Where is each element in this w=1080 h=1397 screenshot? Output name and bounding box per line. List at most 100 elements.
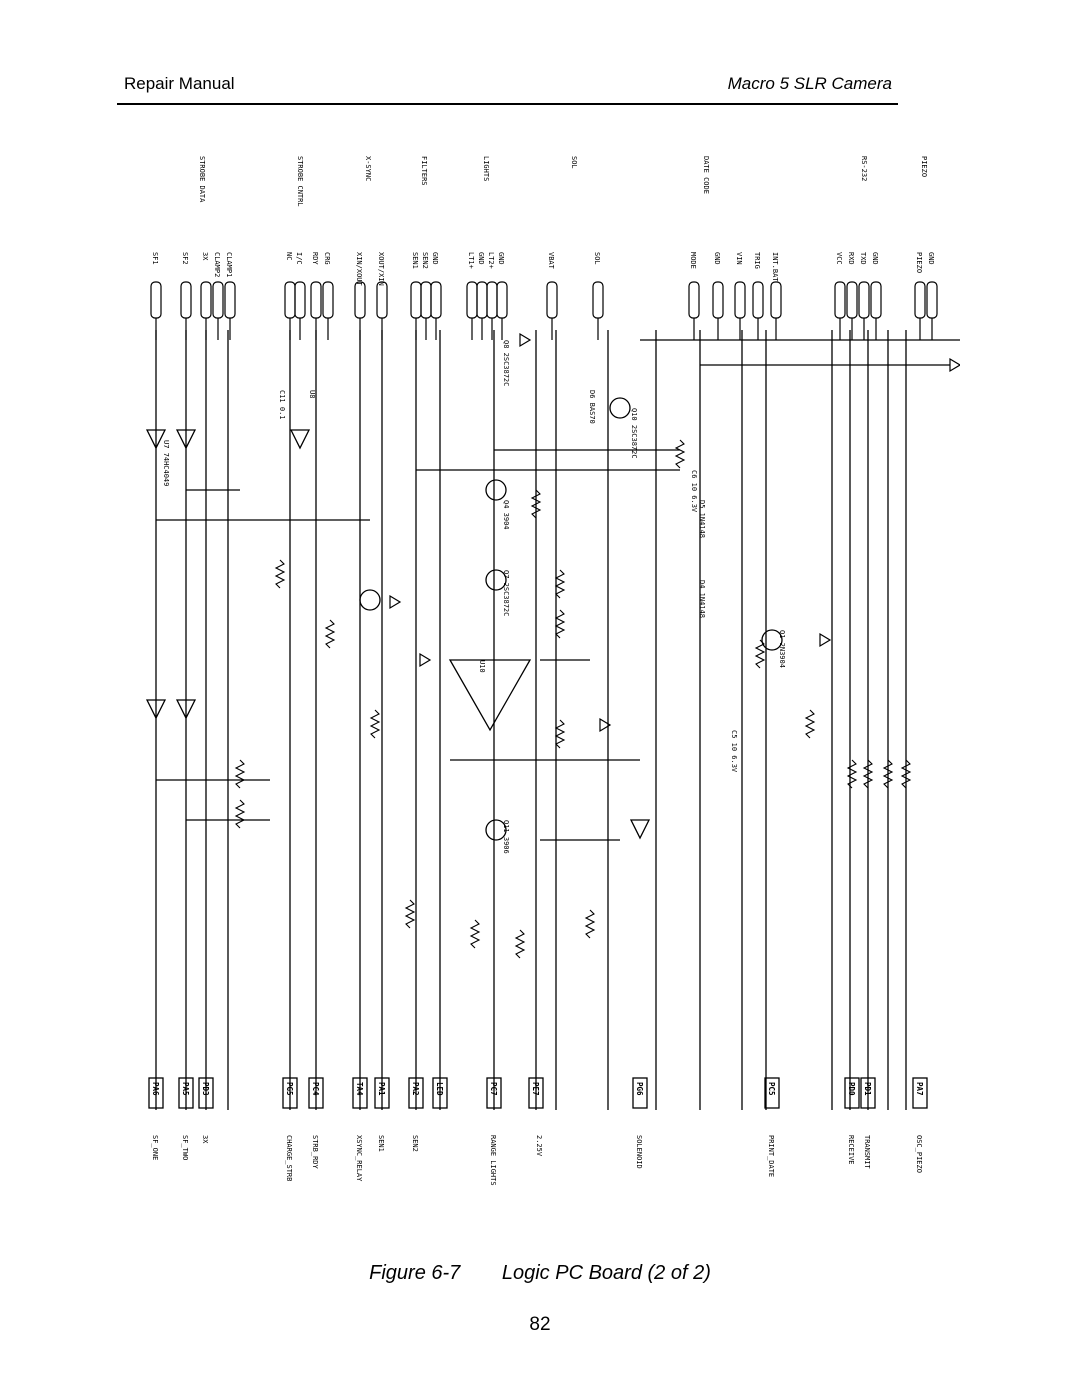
resistor-symbol [469, 919, 481, 949]
port-label: LED [435, 1082, 444, 1096]
resistor-symbol [369, 709, 381, 739]
connector-pin [688, 281, 700, 319]
header-right: Macro 5 SLR Camera [727, 74, 892, 93]
connector-pin-label: CLAMP1 [225, 252, 233, 277]
connector-pin-label: GND [431, 252, 439, 265]
resistor-symbol [530, 489, 542, 519]
port-box [198, 1077, 214, 1109]
resistor-symbol [554, 719, 566, 749]
signal-label: SF_ONE [151, 1135, 159, 1160]
connector-pin-label: VCC [835, 252, 843, 265]
connector-pin [926, 281, 938, 319]
connector-pin [712, 281, 724, 319]
figure-title: Logic PC Board (2 of 2) [501, 1262, 711, 1284]
port-box [860, 1077, 876, 1109]
connector-pin [322, 281, 334, 319]
connector-pin-label: SF1 [151, 252, 159, 265]
opamp-symbol [448, 659, 532, 732]
ground-symbol [519, 332, 532, 348]
connector-pin [354, 281, 366, 319]
group-label: PIEZO [920, 156, 928, 177]
resistor-symbol [274, 559, 286, 589]
component-label: C5 10 6.3V [730, 730, 738, 773]
connector-pin [430, 281, 442, 319]
component-label: U8 [308, 390, 316, 398]
page-number: 82 [529, 1314, 551, 1335]
port-label: PD0 [847, 1082, 856, 1096]
connector-pin [224, 281, 236, 319]
header-rule [117, 103, 898, 105]
figure-caption: Figure 6-7 Logic PC Board (2 of 2) [0, 1262, 1080, 1285]
port-label: PE7 [531, 1082, 540, 1096]
port-label: PA2 [411, 1082, 420, 1096]
group-label: X-SYNC [364, 156, 372, 181]
signal-label: CHARGE_STRB [285, 1135, 293, 1181]
connector-pin-label: CLAMP2 [213, 252, 221, 277]
port-label: PG5 [285, 1082, 294, 1096]
resistor-symbol [882, 759, 894, 789]
port-label: PA7 [915, 1082, 924, 1096]
connector-pin [180, 281, 192, 319]
resistor-symbol [234, 799, 246, 829]
ground-symbol [389, 594, 402, 610]
port-label: PC4 [311, 1082, 320, 1096]
port-label: PA1 [377, 1082, 386, 1096]
buffer-symbol [145, 429, 167, 450]
connector-pin [914, 281, 926, 319]
resistor-symbol [900, 759, 912, 789]
ground-symbol [949, 357, 962, 373]
transistor-symbol [609, 397, 631, 419]
connector-pin [410, 281, 422, 319]
connector-pin [150, 281, 162, 319]
component-label: Q4 3904 [502, 500, 510, 530]
component-label: Q8 2SC3872C [502, 340, 510, 386]
connector-pin-label: LT2+ [487, 252, 495, 269]
transistor-symbol [485, 479, 507, 501]
connector-pin-label: GND [713, 252, 721, 265]
connector-pin-label: LT1+ [467, 252, 475, 269]
group-label: STROBE DATA [198, 156, 206, 203]
connector-pin [770, 281, 782, 319]
port-box [282, 1077, 298, 1109]
connector-pin-label: NC [285, 252, 293, 260]
port-label: PC7 [489, 1082, 498, 1096]
figure-number: Figure 6-7 [369, 1262, 461, 1284]
connector-pin-label: VIN [735, 252, 743, 265]
port-label: TA4 [355, 1082, 364, 1096]
connector-pin-label: VBAT [547, 252, 555, 270]
signal-label: 3X [201, 1135, 209, 1144]
group-label: RS-232 [860, 156, 868, 181]
port-box [912, 1077, 928, 1109]
resistor-symbol [862, 759, 874, 789]
connector-pin [496, 281, 508, 319]
group-label: FILTERS [420, 156, 428, 186]
component-label: D5 1N4148 [698, 500, 706, 538]
connector-pin [212, 281, 224, 319]
connector-pin-label: XIN/XOUT [355, 252, 363, 287]
resistor-symbol [554, 569, 566, 599]
port-box [408, 1077, 424, 1109]
connector-pin-label: GND [927, 252, 935, 265]
connector-pin [834, 281, 846, 319]
buffer-symbol [145, 699, 167, 720]
buffer-symbol [289, 429, 311, 450]
connector-pin [486, 281, 498, 319]
transistor-symbol [761, 629, 783, 651]
group-label: SOL [570, 156, 578, 169]
signal-label: STRB_RDY [311, 1135, 319, 1170]
group-label: DATE CODE [702, 156, 710, 194]
signal-label: RECEIVE [847, 1135, 855, 1165]
header-left: Repair Manual [124, 74, 235, 93]
component-label: U10 [478, 660, 486, 673]
connector-pin-label: GND [871, 252, 879, 265]
resistor-symbol [404, 899, 416, 929]
component-label: Q1 2N3904 [778, 630, 786, 668]
connector-pin-label: XOUT/XIN [377, 252, 385, 286]
signal-label: SEN2 [411, 1135, 419, 1152]
connector-pin-label: PIEZO [915, 252, 923, 273]
connector-pin [734, 281, 746, 319]
port-box [178, 1077, 194, 1109]
connector-pin-label: RDY [311, 252, 319, 265]
connector-pin [546, 281, 558, 319]
connector-pin-label: CRG [323, 252, 331, 265]
